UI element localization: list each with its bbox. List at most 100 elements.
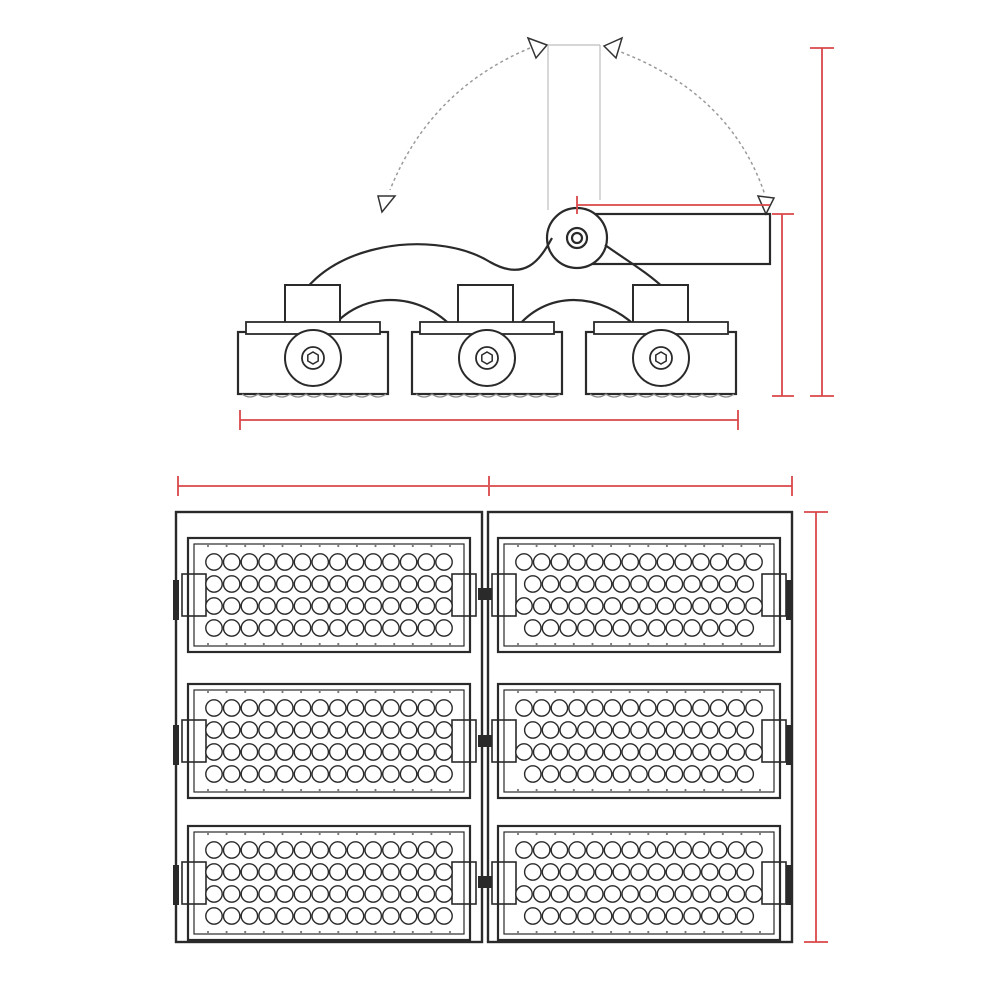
- led-lens: [594, 619, 613, 637]
- led-module-dot: [740, 788, 743, 792]
- led-lens: [364, 907, 383, 925]
- led-module-dot: [244, 690, 247, 694]
- led-module-dot: [281, 788, 284, 792]
- led-module-dot: [411, 930, 414, 934]
- led-lens: [346, 907, 365, 925]
- led-lens: [647, 619, 666, 637]
- led-lens: [311, 907, 330, 925]
- led-module-dot: [206, 832, 210, 836]
- led-lens: [435, 721, 453, 739]
- led-module-dot: [554, 690, 557, 694]
- led-module-dot: [300, 930, 303, 934]
- led-lens: [718, 721, 737, 739]
- led-module-inner: [503, 831, 775, 935]
- led-lens: [559, 863, 578, 881]
- led-lens: [665, 721, 684, 739]
- led-lens: [665, 907, 684, 925]
- led-module-dot: [374, 832, 377, 836]
- led-module: [181, 682, 477, 800]
- led-lens: [550, 553, 569, 571]
- led-module-dot: [740, 690, 743, 694]
- led-lens: [205, 765, 223, 783]
- led-lens: [559, 619, 578, 637]
- led-module-side-clip: [181, 573, 207, 617]
- led-module-dot: [628, 788, 631, 792]
- led-module-side-clip: [451, 861, 477, 905]
- led-module-dot: [337, 544, 340, 548]
- led-module-dot: [610, 690, 613, 694]
- led-lens: [515, 699, 533, 717]
- led-lens: [381, 885, 400, 903]
- led-module-dot: [262, 832, 265, 836]
- led-lens: [222, 619, 241, 637]
- led-lens: [692, 885, 710, 903]
- led-module-dot: [535, 930, 538, 934]
- side-modules: [236, 321, 738, 398]
- led-module-side-clip: [181, 861, 207, 905]
- led-module-dot: [337, 788, 340, 792]
- led-module-dot: [300, 832, 303, 836]
- led-module-dot: [262, 690, 265, 694]
- led-module-inner: [193, 543, 465, 647]
- led-lens: [417, 907, 436, 925]
- led-lens: [258, 863, 276, 881]
- led-lens: [736, 721, 755, 739]
- led-lens: [417, 863, 436, 881]
- bracket-curve-main: [286, 237, 553, 331]
- led-lens: [577, 575, 595, 593]
- led-lens: [275, 907, 294, 925]
- led-lens: [718, 907, 737, 925]
- led-lens: [603, 553, 622, 571]
- led-lens: [727, 699, 746, 717]
- led-lens: [550, 743, 569, 761]
- led-module-dot: [703, 788, 706, 792]
- led-lens: [275, 863, 294, 881]
- led-lens: [568, 699, 586, 717]
- pivot-inner: [565, 226, 589, 250]
- led-module-dot: [448, 544, 452, 548]
- led-lens: [736, 619, 755, 637]
- led-lens: [364, 841, 383, 859]
- led-lens: [683, 863, 701, 881]
- led-lens: [656, 699, 675, 717]
- led-lens: [275, 597, 294, 615]
- led-lens: [603, 841, 622, 859]
- side-module: [236, 321, 390, 398]
- led-lens: [736, 907, 755, 925]
- led-lens: [346, 597, 365, 615]
- led-lens: [346, 863, 365, 881]
- led-module-dot: [355, 788, 358, 792]
- led-module-dot: [262, 788, 265, 792]
- led-lens: [532, 597, 551, 615]
- led-lens: [399, 907, 418, 925]
- led-module-inner: [193, 831, 465, 935]
- led-lens: [532, 553, 551, 571]
- led-lens: [621, 885, 640, 903]
- led-module-dot: [721, 642, 724, 646]
- led-lens: [328, 841, 347, 859]
- led-lens: [435, 907, 453, 925]
- led-module-dot: [411, 832, 414, 836]
- led-lens: [621, 841, 640, 859]
- led-module-dot: [572, 788, 575, 792]
- led-module-dot: [374, 788, 377, 792]
- hex-bolt-icon: [655, 351, 667, 365]
- led-lens: [550, 885, 569, 903]
- led-lens: [577, 765, 595, 783]
- led-lens: [603, 743, 622, 761]
- led-lens: [275, 575, 294, 593]
- led-lens: [293, 841, 312, 859]
- led-lens: [258, 553, 276, 571]
- led-module-dot: [337, 832, 340, 836]
- led-module-dot: [740, 544, 743, 548]
- led-module-dot: [628, 544, 631, 548]
- led-module-dot: [300, 690, 303, 694]
- led-module-dot: [703, 642, 706, 646]
- led-lens: [222, 721, 241, 739]
- led-lens: [435, 885, 453, 903]
- frame-connectors: [173, 580, 792, 905]
- led-lens: [435, 553, 453, 571]
- led-module-side-clip: [491, 861, 517, 905]
- led-lens: [346, 619, 365, 637]
